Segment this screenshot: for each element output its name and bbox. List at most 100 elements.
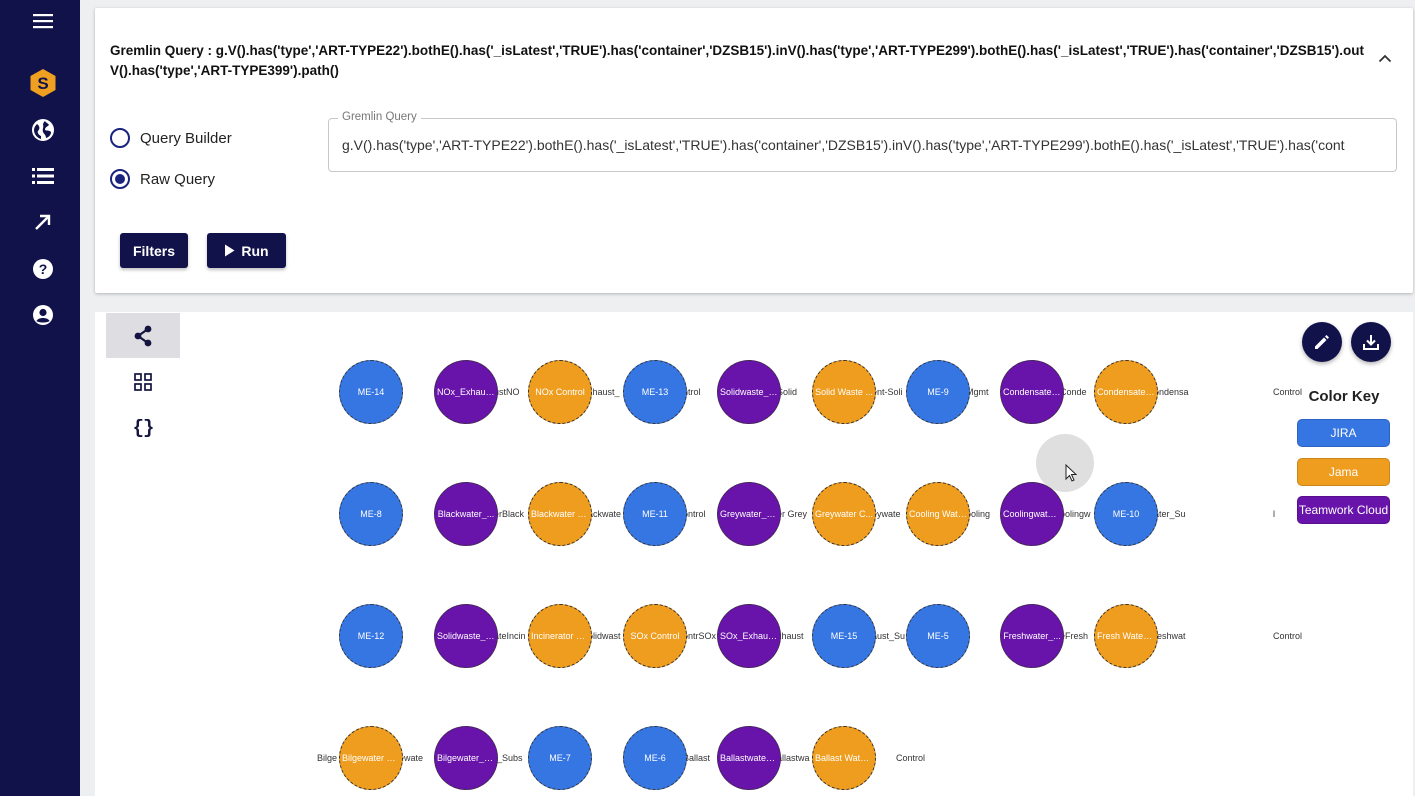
graph-node[interactable]: Solid Waste ... xyxy=(812,360,876,424)
edit-button[interactable] xyxy=(1302,322,1342,362)
graph-node[interactable]: Condensate ... xyxy=(1094,360,1158,424)
edge-label[interactable]: r_Subs xyxy=(494,753,523,763)
graph-node[interactable]: Solidwaste_I... xyxy=(434,604,498,668)
graph-node-label: ME-15 xyxy=(830,631,858,641)
edge-label[interactable]: ntrol xyxy=(683,387,701,397)
json-view-button[interactable]: {} xyxy=(106,405,180,450)
edge-label[interactable]: Control xyxy=(1273,387,1303,397)
graph-node[interactable]: SOx_Exhaus... xyxy=(717,604,781,668)
table-view-button[interactable] xyxy=(106,359,180,404)
edge-label[interactable]: ooling xyxy=(966,509,991,519)
graph-node[interactable]: Greywater C... xyxy=(812,482,876,546)
edge-label[interactable]: ackwate xyxy=(588,509,622,519)
graph-node[interactable]: SOx Control xyxy=(623,604,687,668)
edge-label[interactable]: ent-Soli xyxy=(872,387,903,397)
graph-node-label: NOx Control xyxy=(535,387,585,397)
edge-label[interactable]: reshwat xyxy=(1154,631,1186,641)
help-icon[interactable]: ? xyxy=(26,252,60,286)
graph-node[interactable]: ME-15 xyxy=(812,604,876,668)
graph-node[interactable]: ME-8 xyxy=(339,482,403,546)
run-button[interactable]: Run xyxy=(207,233,286,268)
graph-node[interactable]: ME-14 xyxy=(339,360,403,424)
graph-node[interactable]: Bilgewater_S... xyxy=(434,726,498,790)
edge-label[interactable]: oolingw xyxy=(1060,509,1091,519)
edge-label[interactable]: l xyxy=(1273,509,1275,519)
gremlin-query-input[interactable] xyxy=(342,137,1385,153)
edge-label[interactable]: Control xyxy=(1273,631,1303,641)
query-builder-radio[interactable]: Query Builder xyxy=(110,127,232,149)
graph-node[interactable]: Blackwater C... xyxy=(528,482,592,546)
pencil-icon xyxy=(1315,335,1329,349)
graph-node[interactable]: NOx Control xyxy=(528,360,592,424)
graph-node[interactable]: Blackwater_... xyxy=(434,482,498,546)
edge-label[interactable]: Bilge xyxy=(317,753,338,763)
graph-node[interactable]: ME-6 xyxy=(623,726,687,790)
graph-node[interactable]: Coolingwater... xyxy=(1000,482,1064,546)
graph-node[interactable]: ME-12 xyxy=(339,604,403,668)
edge-label[interactable]: xhaust xyxy=(777,631,804,641)
download-button[interactable] xyxy=(1351,322,1391,362)
graph-node-label: Solidwaste_S... xyxy=(720,387,778,397)
graph-view-button[interactable] xyxy=(106,313,180,358)
edge-label[interactable]: ater_Su xyxy=(1154,509,1186,519)
graph-node[interactable]: ME-10 xyxy=(1094,482,1158,546)
account-icon[interactable] xyxy=(26,298,60,332)
edge-label[interactable]: xhaust_ xyxy=(588,387,620,397)
edge-label[interactable]: allastwa xyxy=(777,753,810,763)
edge-label[interactable]: eFresh xyxy=(1060,631,1089,641)
raw-query-radio[interactable]: Raw Query xyxy=(110,168,215,190)
edge-label[interactable]: olidwast xyxy=(588,631,621,641)
edge-label[interactable]: erBlack xyxy=(494,509,525,519)
graph-node[interactable]: ME-7 xyxy=(528,726,592,790)
graph-node[interactable]: ME-13 xyxy=(623,360,687,424)
graph-node[interactable]: ME-5 xyxy=(906,604,970,668)
graph-node[interactable]: Fresh Water ... xyxy=(1094,604,1158,668)
graph-node[interactable]: Condensate_... xyxy=(1000,360,1064,424)
edge-label[interactable]: ondensa xyxy=(1154,387,1189,397)
edge-label[interactable]: gewate xyxy=(394,753,424,763)
edge-label[interactable]: Solid xyxy=(777,387,798,397)
edge-label[interactable]: aust_Su xyxy=(872,631,906,641)
edge-label[interactable]: Ballast xyxy=(683,753,711,763)
edge-label[interactable]: ontrSOx xyxy=(683,631,717,641)
edge-label[interactable]: ontrol xyxy=(683,509,706,519)
graph-node-label: Greywater_S... xyxy=(720,509,778,519)
gremlin-query-field[interactable]: Gremlin Query xyxy=(328,111,1397,172)
list-icon[interactable] xyxy=(26,159,60,193)
edge-label[interactable]: Control xyxy=(896,753,926,763)
color-key-jira[interactable]: JIRA xyxy=(1297,419,1390,447)
color-key-teamwork-cloud[interactable]: Teamwork Cloud xyxy=(1297,496,1390,524)
color-key-jama[interactable]: Jama xyxy=(1297,458,1390,486)
graph-node[interactable]: NOx_Exhaus... xyxy=(434,360,498,424)
graph-node-label: ME-12 xyxy=(357,631,385,641)
graph-node[interactable]: Greywater_S... xyxy=(717,482,781,546)
radio-circle[interactable] xyxy=(110,128,130,148)
edge-label[interactable]: er Grey xyxy=(777,509,808,519)
graph-node[interactable]: ME-11 xyxy=(623,482,687,546)
filters-button[interactable]: Filters xyxy=(120,233,188,268)
graph-node[interactable]: Ballastwater_... xyxy=(717,726,781,790)
color-key-jira-label: JIRA xyxy=(1330,426,1357,440)
graph-node[interactable]: Ballast Water... xyxy=(812,726,876,790)
edge-label[interactable]: Mgmt xyxy=(966,387,989,397)
edge-label[interactable]: ustNO xyxy=(494,387,520,397)
graph-node[interactable]: Bilgewater C... xyxy=(339,726,403,790)
graph-node-label: ME-7 xyxy=(549,753,571,763)
edge-label[interactable]: ateIncin xyxy=(494,631,526,641)
arrow-icon[interactable] xyxy=(26,205,60,239)
graph-node-label: Condensate_... xyxy=(1003,387,1061,397)
edge-label[interactable]: Conde xyxy=(1060,387,1087,397)
logo-icon[interactable]: S xyxy=(26,66,60,100)
graph-node[interactable]: ME-9 xyxy=(906,360,970,424)
graph-node[interactable]: Cooling Wate... xyxy=(906,482,970,546)
globe-icon[interactable] xyxy=(26,113,60,147)
grid-icon xyxy=(134,372,152,391)
collapse-button[interactable] xyxy=(1373,46,1397,70)
radio-circle-selected[interactable] xyxy=(110,169,130,189)
graph-node-label: ME-13 xyxy=(641,387,669,397)
graph-node[interactable]: Solidwaste_S... xyxy=(717,360,781,424)
graph-node[interactable]: Freshwater_... xyxy=(1000,604,1064,668)
graph-node[interactable]: Incinerator C... xyxy=(528,604,592,668)
menu-icon[interactable] xyxy=(26,4,60,38)
edge-label[interactable]: eywate xyxy=(872,509,901,519)
